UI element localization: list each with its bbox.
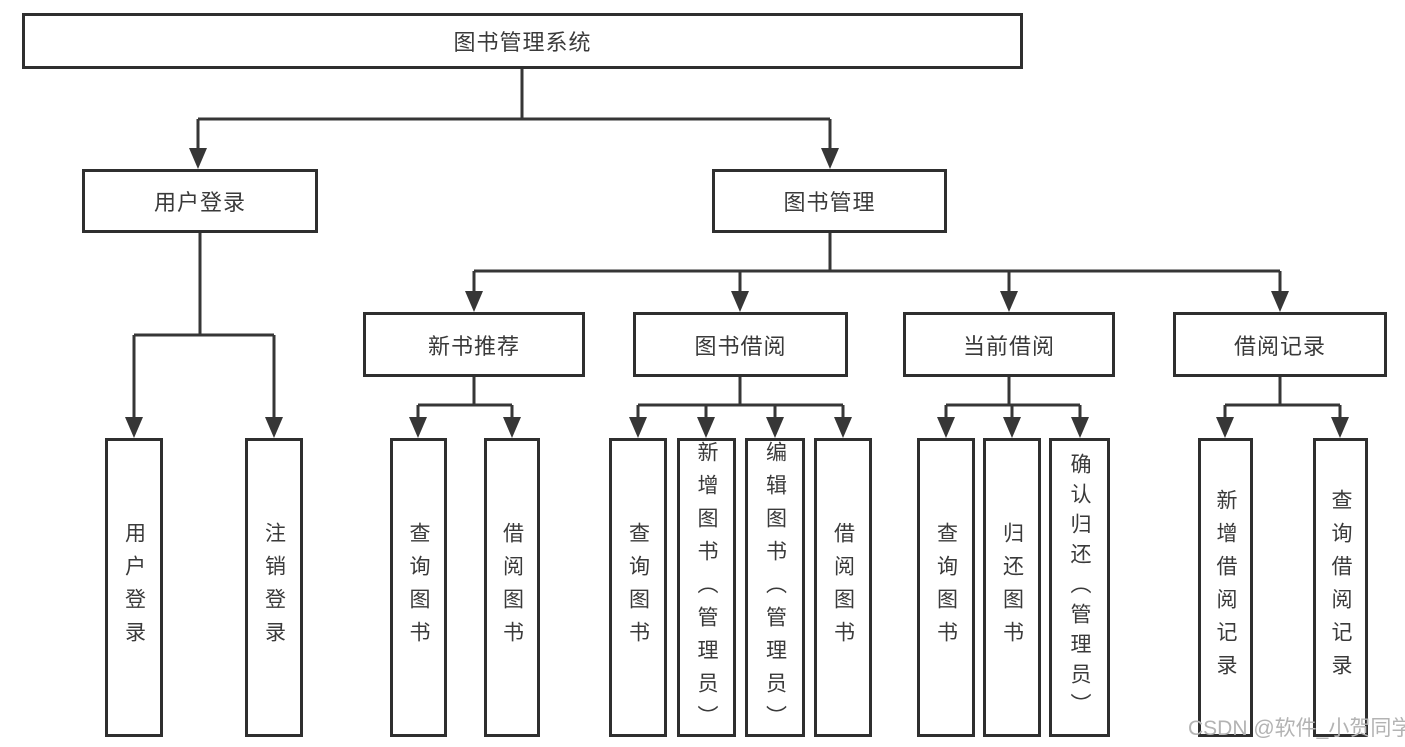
node-user-login: 用户登录 [82,169,318,233]
arrow-down-icon [1271,291,1289,312]
arrow-down-icon [731,291,749,312]
connector-lines [132,69,1342,420]
arrow-down-icon [821,148,839,169]
arrow-down-icon [465,291,483,312]
leaf-records-add-record: 新增借阅记录 [1198,438,1253,737]
node-book-management: 图书管理 [712,169,947,233]
leaf-current-query-books: 查询图书 [917,438,975,737]
leaf-borrowing-borrow-books: 借阅图书 [814,438,872,737]
leaf-user-login: 用户登录 [105,438,163,737]
arrow-down-icon [189,148,207,169]
leaf-borrowing-edit-books: 编辑图书（管理员） [745,438,805,737]
leaf-logout: 注销登录 [245,438,303,737]
arrow-down-icon [265,417,283,438]
node-current-borrowing: 当前借阅 [903,312,1115,377]
leaf-borrowing-add-books: 新增图书（管理员） [677,438,736,737]
node-borrowing-records: 借阅记录 [1173,312,1387,377]
arrow-down-icon [409,417,427,438]
leaf-current-return-books: 归还图书 [983,438,1041,737]
leaf-borrowing-query-books: 查询图书 [609,438,667,737]
arrow-down-icon [1003,417,1021,438]
arrow-down-icon [503,417,521,438]
node-root: 图书管理系统 [22,13,1023,69]
node-book-borrowing: 图书借阅 [633,312,848,377]
watermark: CSDN @软件_小贺同学 [1188,717,1405,740]
arrow-down-icon [697,417,715,438]
leaf-current-confirm-return: 确认归还（管理员） [1049,438,1110,737]
arrow-down-icon [629,417,647,438]
arrow-down-icon [1216,417,1234,438]
arrowheads [125,148,1349,438]
arrow-down-icon [1071,417,1089,438]
arrow-down-icon [1000,291,1018,312]
arrow-down-icon [125,417,143,438]
leaf-recommend-query-books: 查询图书 [390,438,447,737]
leaf-recommend-borrow-books: 借阅图书 [484,438,540,737]
arrow-down-icon [1331,417,1349,438]
node-new-book-recommend: 新书推荐 [363,312,585,377]
arrow-down-icon [834,417,852,438]
arrow-down-icon [937,417,955,438]
arrow-down-icon [766,417,784,438]
leaf-records-query-record: 查询借阅记录 [1313,438,1368,737]
